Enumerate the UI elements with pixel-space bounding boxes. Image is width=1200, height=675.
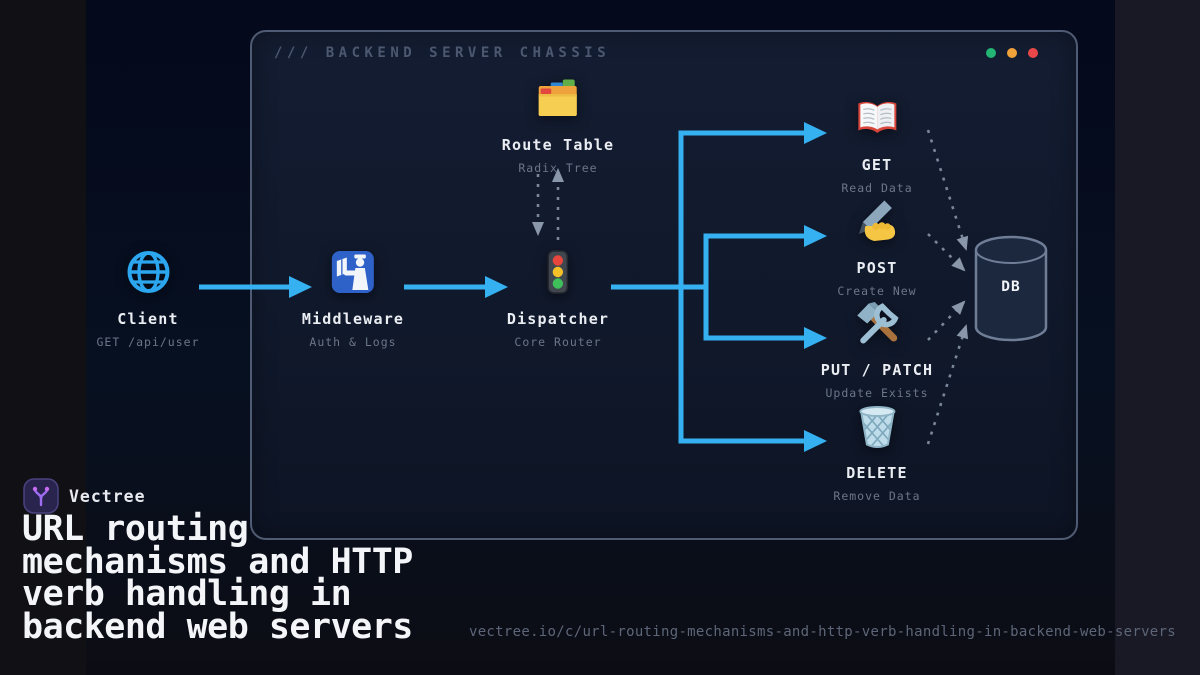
title-line-3: verb handling in xyxy=(22,574,352,615)
brand: Vectree xyxy=(23,478,146,514)
brand-name: Vectree xyxy=(69,486,146,506)
vectree-branch-icon xyxy=(23,478,59,514)
node-label: Dispatcher xyxy=(506,310,610,328)
window-dot-amber xyxy=(1007,48,1017,58)
page-title: URL routing mechanisms and HTTP verb han… xyxy=(22,509,482,647)
db-label: DB xyxy=(1001,279,1021,295)
window-dot-green xyxy=(986,48,996,58)
right-edge-strip xyxy=(1115,0,1200,675)
window-dot-red xyxy=(1028,48,1038,58)
node-sublabel: Read Data xyxy=(841,181,913,195)
title-line-1: URL routing xyxy=(22,509,249,549)
node-sublabel: Core Router xyxy=(514,335,602,349)
node-middleware: Middleware Auth & Logs xyxy=(302,248,404,349)
node-post: POST Create New xyxy=(837,197,916,298)
node-route-table: Route Table Radix Tree xyxy=(502,74,615,175)
traffic-light-icon xyxy=(534,248,582,296)
node-label: GET xyxy=(861,156,893,174)
title-line-2: mechanisms and HTTP xyxy=(22,541,413,582)
card-index-dividers-icon xyxy=(534,74,582,122)
node-label: POST xyxy=(856,259,898,277)
node-label: Route Table xyxy=(501,136,615,154)
open-book-icon xyxy=(853,94,901,142)
chassis-header: /// BACKEND SERVER CHASSIS xyxy=(274,45,611,61)
wastebasket-icon xyxy=(853,402,901,450)
backend-chassis-box: /// BACKEND SERVER CHASSIS xyxy=(250,30,1078,540)
footer-url: vectree.io/c/url-routing-mechanisms-and-… xyxy=(468,624,1176,640)
globe-icon xyxy=(124,248,172,296)
node-dispatcher: Dispatcher Core Router xyxy=(507,248,609,349)
node-label: PUT / PATCH xyxy=(820,361,934,379)
node-label: Client xyxy=(117,310,179,328)
node-delete: DELETE Remove Data xyxy=(833,402,920,503)
hammer-wrench-icon xyxy=(853,299,901,347)
node-sublabel: Auth & Logs xyxy=(309,335,397,349)
node-put-patch: PUT / PATCH Update Exists xyxy=(821,299,934,400)
node-sublabel: Update Exists xyxy=(825,386,929,400)
node-client: Client GET /api/user xyxy=(96,248,199,349)
node-sublabel: Remove Data xyxy=(833,489,921,503)
left-edge-strip xyxy=(0,0,86,675)
node-label: DELETE xyxy=(846,464,908,482)
node-sublabel: Create New xyxy=(837,284,917,298)
writing-hand-icon xyxy=(853,197,901,245)
passport-control-icon xyxy=(329,248,377,296)
node-sublabel: GET /api/user xyxy=(96,335,200,349)
node-get: GET Read Data xyxy=(841,94,912,195)
node-sublabel: Radix Tree xyxy=(518,161,598,175)
node-label: Middleware xyxy=(301,310,405,328)
title-line-4: backend web servers xyxy=(22,606,413,647)
window-dots xyxy=(986,48,1038,58)
